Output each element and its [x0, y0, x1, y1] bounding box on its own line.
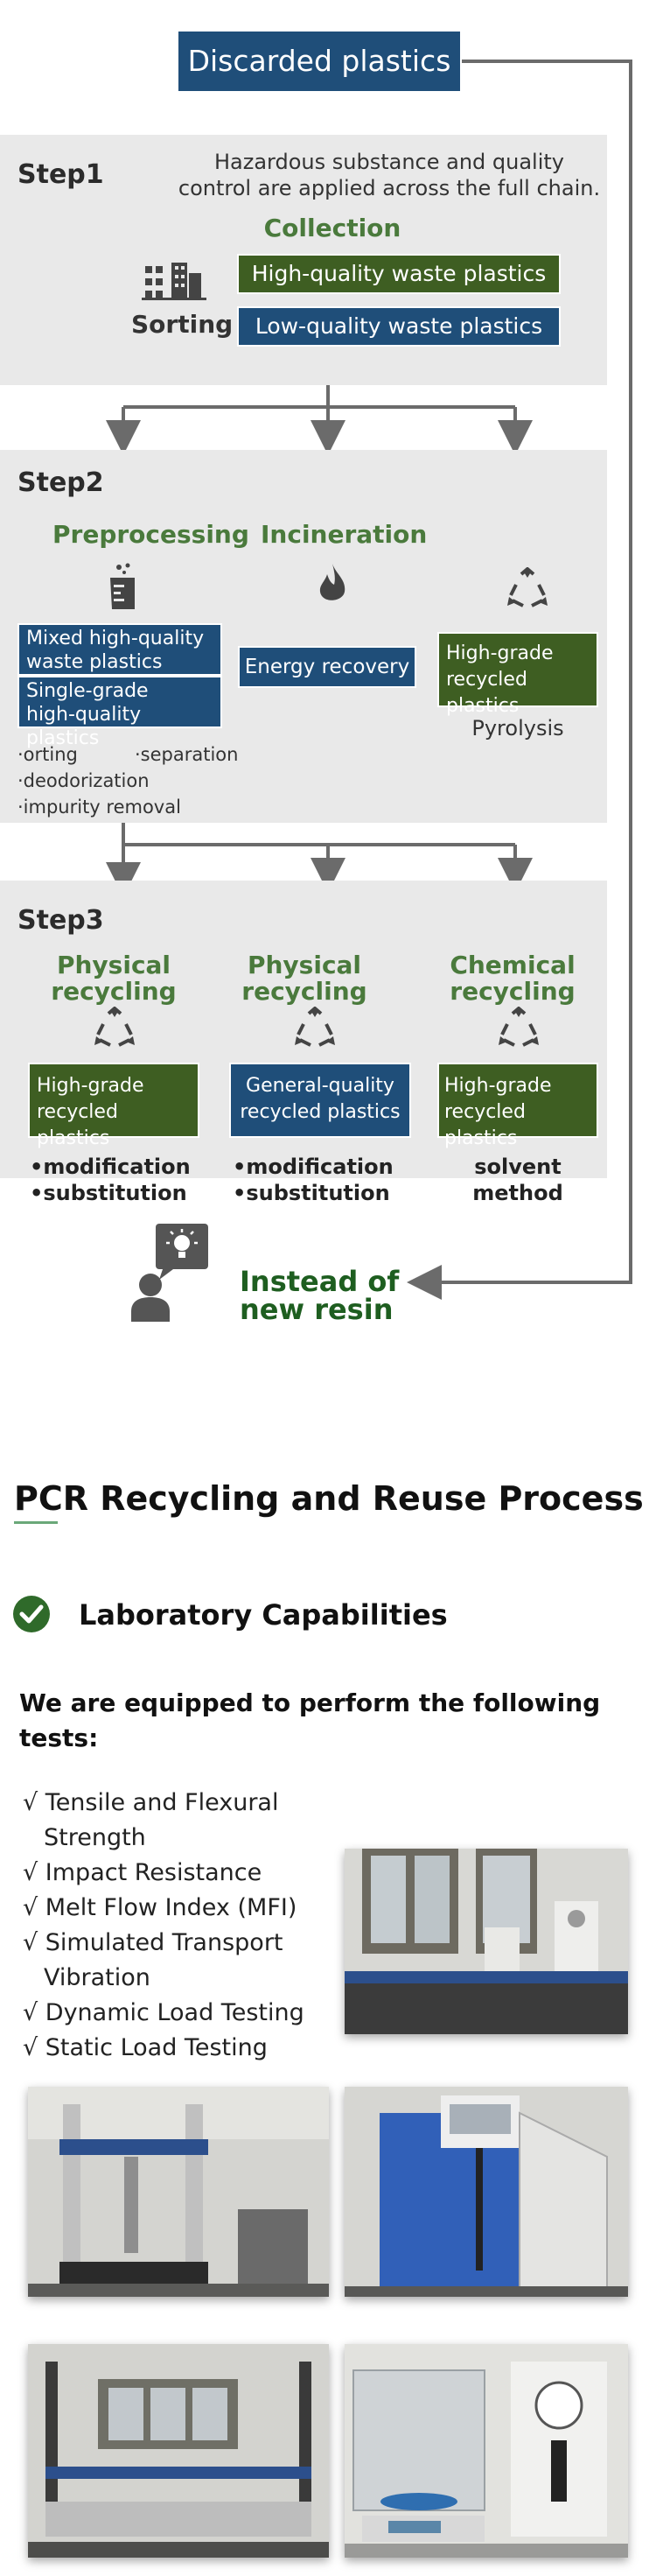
step1-label: Step1 — [17, 159, 104, 190]
process-impurity-removal: ·impurity removal — [17, 797, 181, 818]
hg-line-1: High-grade — [446, 642, 554, 664]
preprocessing-label: Preprocessing — [52, 520, 249, 549]
balance-hardness-photo — [345, 2344, 628, 2558]
col1-title-line1: Physical — [56, 951, 171, 979]
col3-methods: solvent method — [437, 1154, 598, 1206]
col3-box-line1: High-grade — [444, 1075, 552, 1097]
collection-label: Collection — [263, 214, 401, 242]
single-line-1: Single-grade — [26, 680, 149, 702]
col2-method-2: •substitution — [233, 1181, 390, 1205]
col1-methods: •modification •substitution — [30, 1154, 191, 1206]
test-item: √ Impact Resistance — [23, 1859, 262, 1886]
col1-method-1: •modification — [30, 1155, 191, 1179]
high-quality-box: High-quality waste plastics — [237, 254, 561, 294]
single-grade-box: Single-grade high-quality plastics — [17, 676, 222, 749]
lab-title: Laboratory Capabilities — [79, 1598, 448, 1632]
step3-label: Step3 — [17, 905, 104, 936]
incineration-label: Incineration — [261, 520, 428, 549]
col3-title: Chemical recycling — [434, 952, 591, 1005]
resin-line-1: Instead of — [240, 1265, 400, 1298]
mixed-line-1: Mixed high-quality — [26, 628, 205, 649]
tensile-tester-photo — [28, 2087, 329, 2297]
col3-title-line2: recycling — [450, 977, 576, 1006]
pcr-title: PCR Recycling and Reuse Process — [14, 1479, 644, 1518]
col3-method-2: method — [472, 1181, 563, 1205]
recycle-icon-step2 — [504, 566, 551, 613]
beaker-icon — [107, 562, 138, 614]
flame-icon — [317, 562, 348, 609]
col2-box-line2: recycled plastics — [240, 1101, 401, 1123]
process-orting: ·orting — [17, 744, 78, 765]
resin-line-2: new resin — [240, 1293, 394, 1326]
lab-room-photo — [345, 1849, 628, 2034]
intro-line-2: tests: — [19, 1723, 99, 1752]
col2-box: General-quality recycled plastics — [229, 1063, 411, 1138]
step2-label: Step2 — [17, 467, 104, 498]
single-line-2: high-quality plastics — [26, 704, 142, 749]
low-quality-box: Low-quality waste plastics — [237, 306, 561, 347]
col2-method-1: •modification — [233, 1155, 394, 1179]
process-deodorization: ·deodorization — [17, 770, 150, 791]
idea-person-icon — [128, 1224, 212, 1325]
col2-title-line1: Physical — [247, 951, 362, 979]
col3-method-1: solvent — [474, 1155, 562, 1179]
col1-method-2: •substitution — [30, 1181, 187, 1205]
pcr-title-underline — [14, 1521, 58, 1524]
col3-box-line2: recycled plastics — [444, 1101, 526, 1149]
col1-title: Physical recycling — [35, 952, 192, 1005]
pyrolysis-label: Pyrolysis — [471, 716, 564, 741]
energy-recovery-box: Energy recovery — [238, 646, 416, 688]
intro-line-1: We are equipped to perform the following — [19, 1688, 601, 1717]
sorting-icon — [142, 257, 206, 305]
discarded-plastics-box: Discarded plastics — [177, 30, 462, 93]
test-item: √ Melt Flow Index (MFI) — [23, 1894, 297, 1921]
resin-text: Instead of new resin — [240, 1267, 399, 1323]
test-item: √ Dynamic Load Testing — [23, 1999, 304, 2026]
process-separation: ·separation — [135, 744, 239, 765]
step1-note: Hazardous substance and quality control … — [171, 149, 608, 201]
note-line-1: Hazardous substance and quality — [213, 150, 565, 174]
sorting-label: Sorting — [131, 310, 234, 339]
hg-line-2: recycled plastics — [446, 669, 527, 717]
recycle-icon-col3 — [495, 1006, 542, 1052]
col2-title: Physical recycling — [226, 952, 383, 1005]
col2-box-line1: General-quality — [246, 1075, 394, 1097]
note-line-2: control are applied across the full chai… — [178, 176, 601, 200]
col3-title-line1: Chemical — [450, 951, 576, 979]
col1-box: High-grade recycled plastics — [28, 1063, 199, 1149]
col2-title-line2: recycling — [241, 977, 367, 1006]
col2-methods: •modification •substitution — [233, 1154, 394, 1206]
col3-box: High-grade recycled plastics — [437, 1063, 598, 1149]
test-item: √ Static Load Testing — [23, 2034, 268, 2061]
col1-title-line2: recycling — [51, 977, 177, 1006]
intro-text: We are equipped to perform the following… — [19, 1686, 600, 1756]
col1-box-line2: recycled plastics — [37, 1101, 118, 1149]
impact-tester-photo — [345, 2087, 628, 2297]
col1-box-line1: High-grade — [37, 1075, 144, 1097]
load-tester-photo — [28, 2344, 329, 2558]
mixed-quality-box: Mixed high-quality waste plastics — [17, 623, 222, 676]
high-grade-box-step2: High-grade recycled plastics — [437, 632, 598, 717]
check-circle-icon — [12, 1595, 51, 1637]
recycle-icon-col1 — [91, 1006, 138, 1052]
mixed-line-2: waste plastics — [26, 651, 163, 673]
recycle-icon-col2 — [291, 1006, 338, 1052]
